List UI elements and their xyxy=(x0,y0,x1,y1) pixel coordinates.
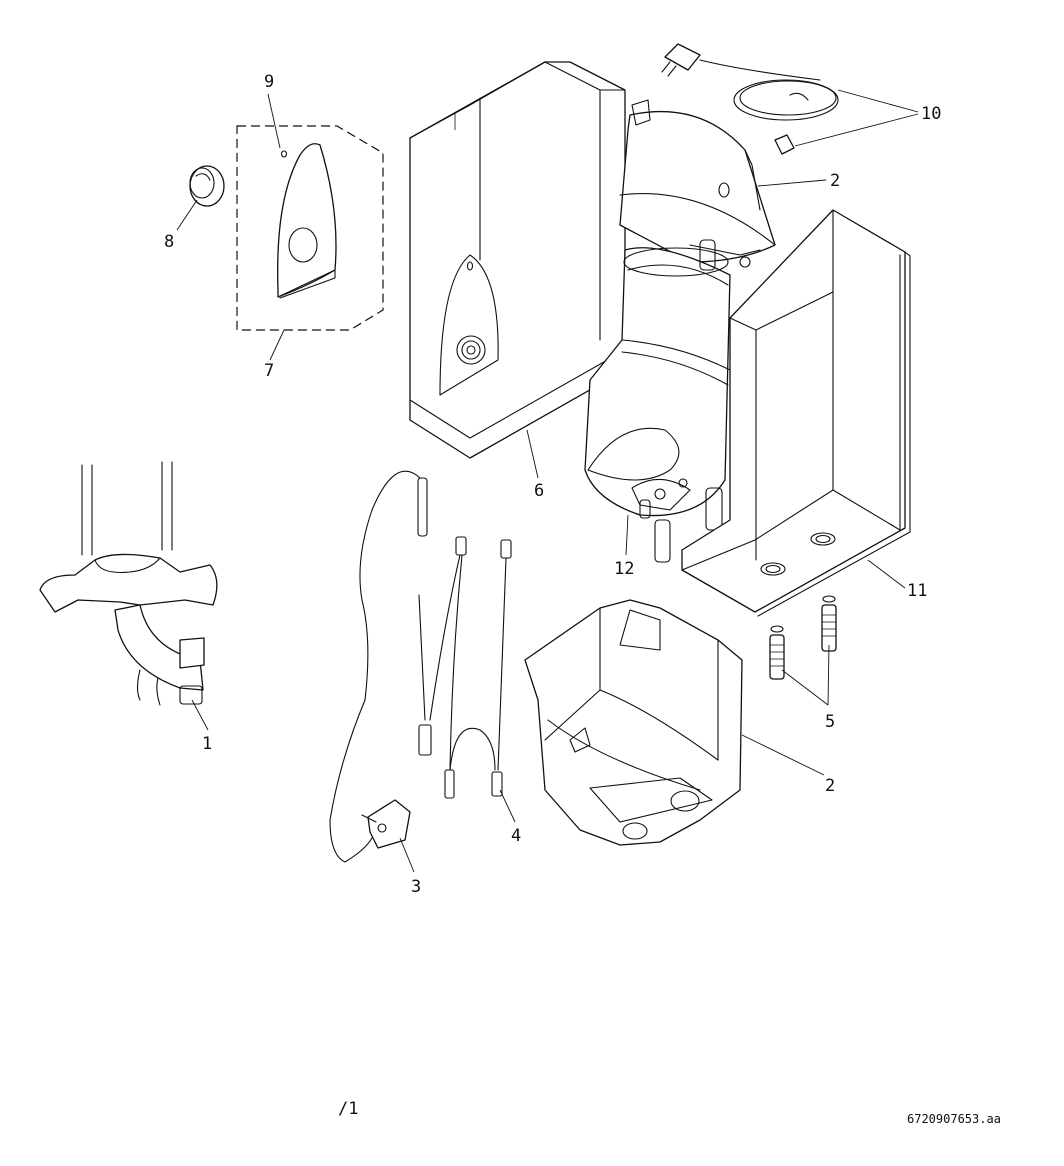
callout-12: 12 xyxy=(614,559,634,579)
leader-lines xyxy=(176,89,919,873)
trim-plate-part xyxy=(236,125,384,331)
callout-labels: 9 8 7 6 2 10 12 11 5 2 1 3 4 xyxy=(164,72,941,897)
callout-4: 4 xyxy=(511,826,521,846)
control-knob-part xyxy=(189,165,225,207)
callout-1: 1 xyxy=(202,734,212,754)
callout-9: 9 xyxy=(264,72,274,92)
page-mark: /1 xyxy=(338,1099,358,1119)
front-cover-part xyxy=(409,61,626,459)
callout-3: 3 xyxy=(411,877,421,897)
callout-7: 7 xyxy=(264,361,274,381)
callout-2-bottom: 2 xyxy=(825,776,835,796)
callout-5: 5 xyxy=(825,712,835,732)
back-panel-part xyxy=(681,209,911,617)
connector-fittings-part xyxy=(769,595,837,680)
mixer-tap-part xyxy=(39,461,218,706)
top-cap-part xyxy=(619,99,776,268)
drawing-code: 6720907653.aa xyxy=(907,1112,1001,1126)
thermostat-part xyxy=(329,470,428,863)
callout-6: 6 xyxy=(534,481,544,501)
callout-11: 11 xyxy=(907,581,927,601)
callout-2-top: 2 xyxy=(830,171,840,191)
callout-8: 8 xyxy=(164,232,174,252)
bottom-cover-part xyxy=(524,599,743,846)
callout-10: 10 xyxy=(921,104,941,124)
water-tank-part xyxy=(584,239,731,563)
cable-set-part xyxy=(418,536,512,799)
power-cord-part xyxy=(661,43,839,155)
